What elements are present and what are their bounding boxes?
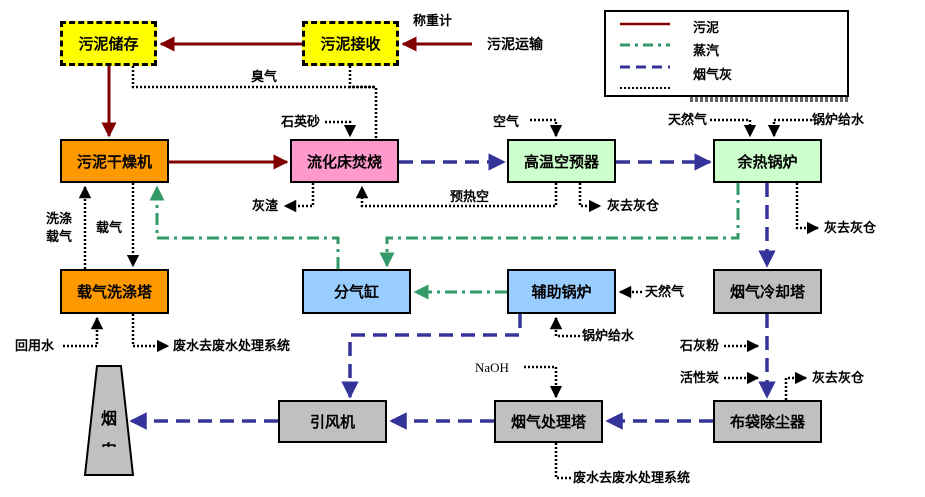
ash-line-preheater	[578, 183, 602, 213]
node-flue-treatment: 烟气处理塔	[494, 400, 603, 443]
legend-label-steam: 蒸汽	[693, 44, 720, 59]
legend: 污泥 蒸汽 烟气灰	[604, 10, 849, 97]
node-induced-fan: 引风机	[278, 400, 387, 443]
node-air-preheater: 高温空预器	[507, 139, 616, 183]
ash-line-boiler	[795, 183, 820, 235]
odor-line-storage	[131, 66, 376, 89]
node-sludge-dryer: 污泥干燥机	[60, 139, 169, 183]
node-fluidized-bed: 流化床焚烧	[290, 139, 399, 183]
boiler-feed-line-1	[767, 118, 812, 138]
label-activated-carbon: 活性炭	[680, 371, 720, 386]
label-natural-gas-1: 天然气	[668, 113, 708, 128]
node-steam-header: 分气缸	[302, 269, 411, 314]
node-bag-filter: 布袋除尘器	[713, 400, 822, 443]
label-boiler-feed-1: 锅炉给水	[812, 113, 865, 128]
label-ash-slag: 灰渣	[252, 199, 279, 214]
label-wash-carrier-2: 载气	[46, 230, 73, 245]
label-sludge-transport: 污泥运输	[487, 37, 543, 53]
node-sludge-receive: 污泥接收	[302, 21, 399, 66]
steam-line-boiler-to-header	[379, 183, 740, 268]
label-ash-to-silo-2: 灰去灰仓	[824, 221, 877, 236]
clipped-text-artifact	[690, 97, 850, 102]
node-flue-cooler: 烟气冷却塔	[713, 269, 822, 314]
steam-line-header-to-dryer	[149, 185, 340, 269]
node-sludge-storage: 污泥储存	[60, 21, 157, 66]
chimney	[83, 365, 135, 476]
ash-slag-line	[283, 183, 315, 213]
label-natural-gas-2: 天然气	[645, 285, 685, 300]
node-carrier-scrubber: 载气洗涤塔	[60, 269, 169, 314]
boiler-feed-line-2	[549, 316, 580, 338]
recycled-water-line	[63, 316, 104, 348]
label-wastewater-1: 废水去废水处理系统	[173, 339, 291, 354]
chimney-label-2: 囱	[100, 437, 118, 447]
air-line	[530, 118, 563, 138]
quartz-sand-line	[325, 120, 357, 138]
label-quartz-sand: 石英砂	[281, 115, 321, 130]
label-boiler-feed-2: 锅炉给水	[582, 329, 635, 344]
flue-line-auxboiler-to-fan	[341, 314, 522, 399]
label-naoh: NaOH	[475, 360, 509, 375]
preheated-air-line	[355, 183, 558, 208]
label-wastewater-2: 废水去废水处理系统	[573, 471, 691, 486]
label-carrier-gas: 载气	[96, 221, 123, 236]
label-air: 空气	[493, 115, 520, 130]
legend-swatches	[620, 22, 670, 89]
label-odor: 臭气	[251, 70, 278, 85]
label-lime-powder: 石灰粉	[680, 339, 720, 354]
chimney-label-1: 烟	[100, 409, 117, 428]
label-ash-to-silo-3: 灰去灰仓	[812, 371, 865, 386]
node-aux-boiler: 辅助锅炉	[507, 269, 616, 314]
wastewater-line-1	[131, 314, 170, 353]
wastewater-line-2	[554, 443, 572, 480]
naoh-line	[524, 365, 563, 399]
legend-label-flue: 烟气灰	[693, 68, 733, 83]
legend-label-sludge: 污泥	[693, 21, 720, 36]
label-ash-to-silo-1: 灰去灰仓	[607, 199, 660, 214]
node-waste-heat-boiler: 余热锅炉	[713, 139, 822, 183]
label-wash-carrier-1: 洗涤	[46, 212, 73, 227]
natural-gas-line-1	[710, 118, 757, 138]
label-recycled-water: 回用水	[15, 339, 55, 354]
label-preheated-air: 预热空	[450, 190, 490, 205]
odor-line-receive-to-bed	[348, 66, 378, 139]
ash-line-filter	[784, 371, 808, 400]
label-weigher: 称重计	[413, 14, 453, 29]
